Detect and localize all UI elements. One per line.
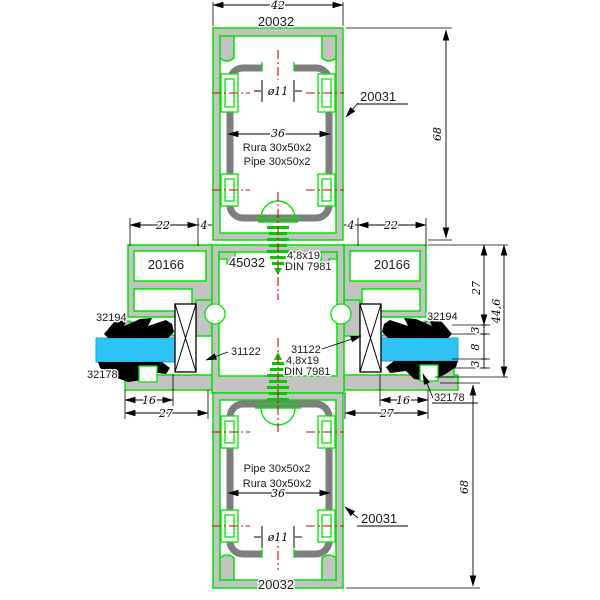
part-label-block-left: 31122 xyxy=(231,346,261,358)
part-label-transom: 45032 xyxy=(229,255,265,270)
chamber-hook-left xyxy=(218,251,236,265)
dim-width-top: 42 xyxy=(270,0,285,12)
glazing-left xyxy=(95,303,197,383)
centerlines xyxy=(212,50,344,570)
mullion-bottom-clip-left xyxy=(219,554,235,581)
dim-left-27: 27 xyxy=(158,407,173,420)
dim-right-4: 4 xyxy=(347,219,355,232)
annotations: 42 20032 20031 68 ø11 36 Rura 30x50x2 Pi… xyxy=(86,0,505,594)
dim-right-27: 27 xyxy=(379,407,394,420)
glazing-spacer-right xyxy=(359,303,382,373)
part-label-bead-right: 20166 xyxy=(374,257,410,272)
pipe-spec-bottom-line2: Rura 30x50x2 xyxy=(243,478,312,490)
pipe-spec-bottom-line1: Pipe 30x50x2 xyxy=(244,463,311,475)
part-label-block-right: 31122 xyxy=(291,344,321,356)
gasket-outer-left xyxy=(104,318,174,338)
leader-32194-left xyxy=(116,322,136,333)
gasket-foot-right xyxy=(419,364,439,382)
gasket-foot-left xyxy=(138,365,158,383)
glazing-spacer-left xyxy=(174,303,197,373)
mullion-bottom-clip-right xyxy=(321,554,337,581)
dim-gasket-a: 3 xyxy=(469,327,482,334)
part-label-cover-top: 20032 xyxy=(258,14,294,29)
pipe-spec-top-line1: Rura 30x50x2 xyxy=(243,142,312,154)
dim-right-22: 22 xyxy=(383,219,398,232)
glass-pane-left xyxy=(95,337,176,363)
dim-rebate-depth: 27 xyxy=(470,281,483,296)
screw-boss-right xyxy=(330,303,352,325)
leader-32178-left xyxy=(117,374,139,378)
dim-hole-top: ø11 xyxy=(267,85,289,98)
part-label-cover-bottom: 20032 xyxy=(258,577,294,592)
part-label-gasket-inner-right: 32178 xyxy=(434,392,465,404)
leader-20031-bottom xyxy=(344,506,359,519)
dim-total-depth: 44,6 xyxy=(490,299,503,325)
chamber-hook-right xyxy=(320,251,338,265)
dim-height-top: 68 xyxy=(431,127,444,141)
screw-boss-left xyxy=(204,303,226,325)
screw-size-bottom: 4,8x19 xyxy=(286,355,319,367)
part-label-bead-left: 20166 xyxy=(148,257,184,272)
mullion-top-clip-right xyxy=(321,35,337,62)
dim-left-22: 22 xyxy=(155,219,170,232)
leader-20031-top xyxy=(345,102,359,118)
mullion-top-clip-left xyxy=(219,35,235,62)
part-label-gasket-inner-left: 32178 xyxy=(87,369,118,381)
part-label-mullion-top: 20031 xyxy=(360,89,396,104)
dim-inner-bottom: 36 xyxy=(271,487,285,500)
dimension-lines xyxy=(116,1,508,589)
dim-left-16: 16 xyxy=(142,394,156,407)
screw-din-top: DIN 7981 xyxy=(285,261,331,273)
dim-ticks-hole-top xyxy=(254,80,302,102)
pipe-hole-top xyxy=(262,61,294,72)
glass-pane-right xyxy=(380,337,459,362)
leader-31122-left xyxy=(205,351,229,361)
dim-ticks-hole-bottom xyxy=(254,526,302,548)
part-label-mullion-bottom: 20031 xyxy=(361,511,397,526)
leader-32178-right xyxy=(422,373,434,399)
dim-right-16: 16 xyxy=(396,394,410,407)
dim-inner-top: 36 xyxy=(271,127,285,140)
bead-right-cavity-1 xyxy=(349,250,421,282)
dim-gasket-b: 3 xyxy=(469,361,482,368)
part-label-gasket-outer-right: 32194 xyxy=(427,311,458,323)
leader-31122-right xyxy=(321,335,362,350)
dim-left-4: 4 xyxy=(200,219,208,232)
dim-glass-thickness: 8 xyxy=(469,344,482,351)
pipe-spec-top-line2: Pipe 30x50x2 xyxy=(244,156,311,168)
screw-size-top: 4,8x19 xyxy=(287,250,320,262)
screw-din-bottom: DIN 7981 xyxy=(284,366,330,378)
transom-profile xyxy=(116,244,459,394)
dim-hole-bottom: ø11 xyxy=(267,531,289,544)
dim-height-bottom: 68 xyxy=(458,480,471,494)
leader-32194-right xyxy=(411,321,427,332)
part-label-gasket-outer-left: 32194 xyxy=(96,312,127,324)
bead-left-cavity-1 xyxy=(133,250,207,282)
